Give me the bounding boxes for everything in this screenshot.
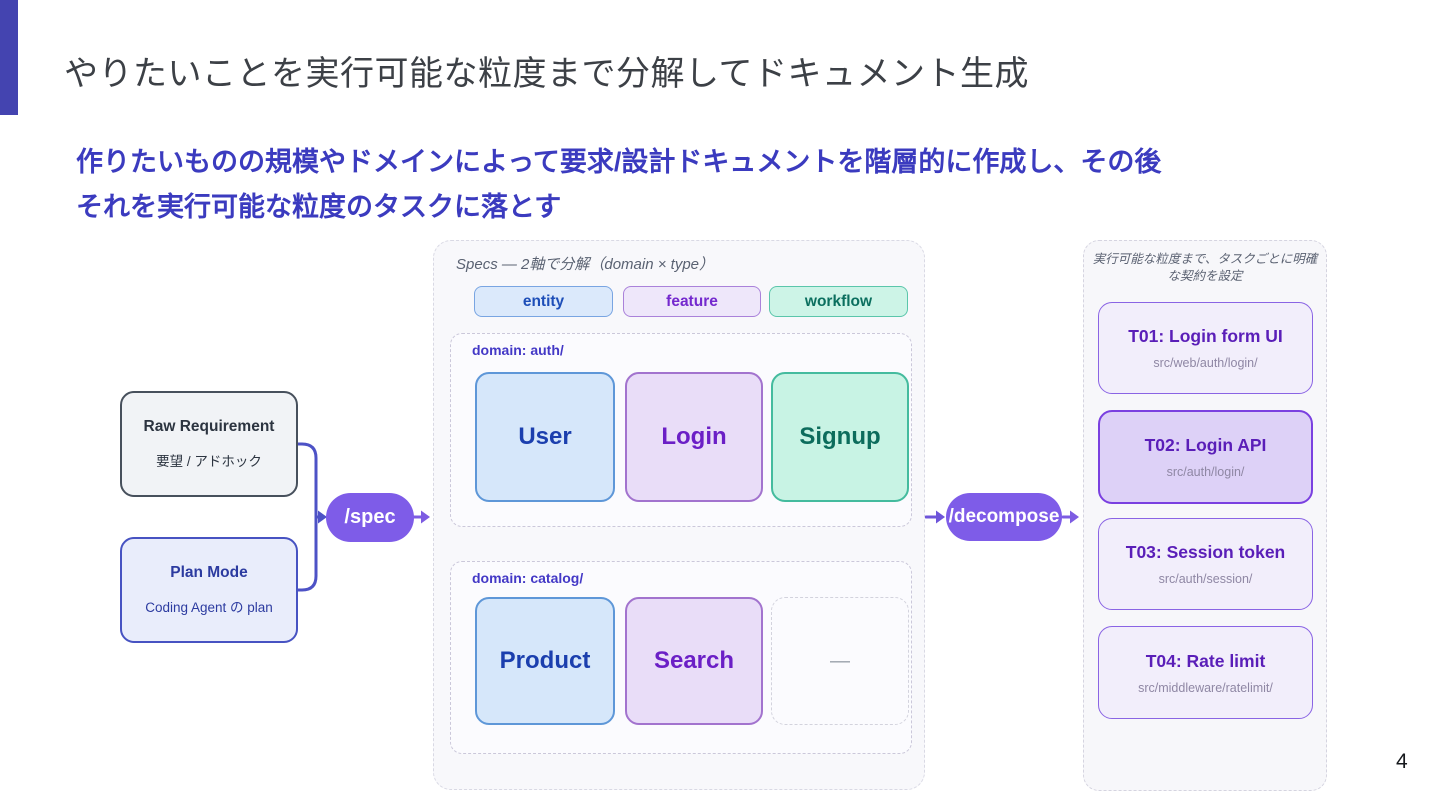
- spec-card-product: Product: [475, 597, 615, 725]
- type-tag-entity: entity: [474, 286, 613, 317]
- type-tag-workflow: workflow: [769, 286, 908, 317]
- merge-bracket-line: [296, 442, 320, 592]
- task-card-t03: T03: Session token src/auth/session/: [1098, 518, 1313, 610]
- arrow-right-icon: [1070, 510, 1079, 524]
- decompose-command-pill: /decompose: [946, 493, 1062, 541]
- domain-group-auth-label: domain: auth/: [472, 342, 564, 358]
- spec-card-user: User: [475, 372, 615, 502]
- tasks-panel-header: 実行可能な粒度まで、タスクごとに明確 な契約を設定: [1084, 251, 1326, 285]
- spec-card-signup: Signup: [771, 372, 909, 502]
- raw-requirement-subtitle: 要望 / アドホック: [156, 454, 262, 469]
- tasks-panel: 実行可能な粒度まで、タスクごとに明確 な契約を設定 T01: Login for…: [1083, 240, 1327, 791]
- task-card-t01: T01: Login form UI src/web/auth/login/: [1098, 302, 1313, 394]
- spec-card-search: Search: [625, 597, 763, 725]
- spec-card-empty-placeholder: —: [771, 597, 909, 725]
- accent-bar: [0, 0, 18, 115]
- task-title: T03: Session token: [1125, 542, 1286, 562]
- raw-requirement-title: Raw Requirement: [143, 418, 275, 435]
- domain-group-auth: domain: auth/ User Login Signup: [450, 333, 912, 527]
- plan-mode-subtitle: Coding Agent の plan: [145, 600, 273, 615]
- subtitle-line-1: 作りたいものの規模やドメインによって要求/設計ドキュメントを階層的に作成し、その…: [76, 147, 1162, 177]
- arrow-right-icon: [936, 510, 945, 524]
- arrow-right-icon: [421, 510, 430, 524]
- subtitle-line-2: それを実行可能な粒度のタスクに落とす: [76, 192, 562, 222]
- task-path: src/middleware/ratelimit/: [1138, 680, 1273, 695]
- raw-requirement-box: Raw Requirement 要望 / アドホック: [120, 391, 298, 497]
- task-path: src/auth/login/: [1166, 465, 1245, 479]
- task-title: T02: Login API: [1144, 435, 1267, 455]
- domain-group-catalog: domain: catalog/ Product Search —: [450, 561, 912, 754]
- tasks-header-line-2: な契約を設定: [1167, 269, 1243, 283]
- page-subtitle: 作りたいものの規模やドメインによって要求/設計ドキュメントを階層的に作成し、その…: [76, 140, 1406, 230]
- specs-panel-header: Specs — 2軸で分解（domain × type）: [456, 256, 715, 273]
- page-number: 4: [1396, 750, 1408, 773]
- task-path: src/auth/session/: [1158, 572, 1253, 586]
- tasks-header-line-1: 実行可能な粒度まで、タスクごとに明確: [1092, 252, 1318, 266]
- plan-mode-box: Plan Mode Coding Agent の plan: [120, 537, 298, 643]
- task-path: src/web/auth/login/: [1153, 356, 1258, 370]
- spec-command-pill: /spec: [326, 493, 414, 542]
- task-title: T01: Login form UI: [1128, 326, 1283, 346]
- task-card-t02-highlighted: T02: Login API src/auth/login/: [1098, 410, 1313, 504]
- task-card-t04: T04: Rate limit src/middleware/ratelimit…: [1098, 626, 1313, 719]
- type-tag-feature: feature: [623, 286, 761, 317]
- spec-card-login: Login: [625, 372, 763, 502]
- page-title: やりたいことを実行可能な粒度まで分解してドキュメント生成: [64, 55, 1029, 93]
- specs-panel: Specs — 2軸で分解（domain × type） entity feat…: [433, 240, 925, 790]
- domain-group-catalog-label: domain: catalog/: [472, 570, 584, 586]
- plan-mode-title: Plan Mode: [170, 564, 248, 581]
- task-title: T04: Rate limit: [1145, 650, 1266, 671]
